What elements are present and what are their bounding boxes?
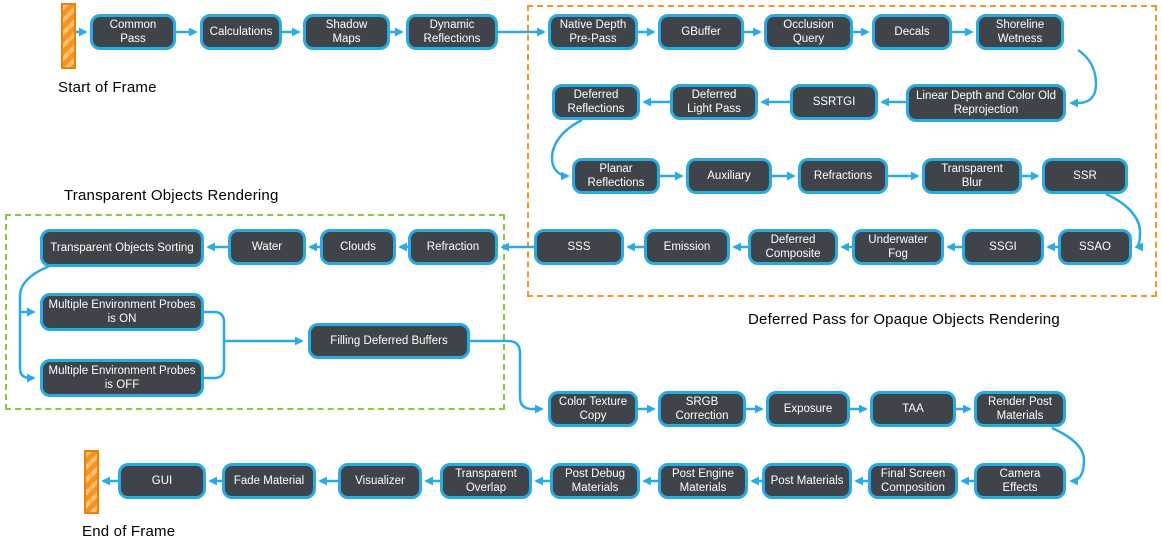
node-deferred-light-pass: Deferred Light Pass (670, 84, 758, 120)
node-fade-material: Fade Material (222, 463, 316, 499)
node-camera-effects: Camera Effects (974, 463, 1066, 499)
node-dynamic-reflections: Dynamic Reflections (406, 14, 498, 50)
node-ssr: SSR (1042, 158, 1128, 194)
node-deferred-reflections: Deferred Reflections (552, 84, 640, 120)
arrow-filling-buffers-to-color-texture-copy (470, 339, 544, 414)
node-visualizer: Visualizer (338, 463, 422, 499)
node-auxiliary: Auxiliary (686, 158, 772, 194)
line-probes-off-to-junction (204, 341, 226, 380)
node-native-depth-pre-pass: Native Depth Pre-Pass (548, 14, 638, 50)
node-decals: Decals (872, 14, 952, 50)
deferred-pass-group-box (527, 5, 1157, 297)
node-common-pass: Common Pass (90, 14, 176, 50)
node-transparent-objects-sorting: Transparent Objects Sorting (40, 229, 204, 267)
node-calculations: Calculations (200, 14, 282, 50)
node-filling-deferred-buffers: Filling Deferred Buffers (308, 323, 470, 359)
node-shoreline-wetness: Shoreline Wetness (976, 14, 1064, 50)
node-water: Water (228, 229, 306, 265)
node-occlusion-query: Occlusion Query (764, 14, 853, 50)
node-transparent-blur: Transparent Blur (922, 158, 1022, 194)
node-srgb-correction: SRGB Correction (658, 391, 746, 427)
arrow-render-post-materials-to-camera-effects (1051, 426, 1086, 486)
node-clouds: Clouds (320, 229, 396, 265)
node-render-post-materials: Render Post Materials (974, 391, 1066, 427)
start-of-frame-label: Start of Frame (58, 79, 157, 96)
arrow-shoreline-to-linear-depth (1069, 48, 1098, 108)
node-probes-off: Multiple Environment Probes is OFF (40, 359, 204, 397)
transparent-objects-rendering-label: Transparent Objects Rendering (64, 187, 279, 204)
node-gui: GUI (118, 463, 206, 499)
start-of-frame-marker (61, 3, 76, 69)
node-planar-reflections: Planar Reflections (572, 158, 660, 194)
node-transparent-overlap: Transparent Overlap (440, 463, 532, 499)
node-refractions: Refractions (798, 158, 888, 194)
deferred-pass-label: Deferred Pass for Opaque Objects Renderi… (748, 311, 1060, 328)
node-shadow-maps: Shadow Maps (303, 14, 390, 50)
arrow-deferred-reflections-to-planar (550, 118, 583, 181)
node-ssao: SSAO (1058, 229, 1132, 265)
node-taa: TAA (870, 391, 956, 427)
node-ssrtgi: SSRTGI (790, 84, 878, 120)
transparent-rendering-group-box (5, 214, 505, 410)
node-color-texture-copy: Color Texture Copy (548, 391, 638, 427)
node-refraction: Refraction (408, 229, 498, 265)
arrow-ssr-to-ssao (1105, 192, 1144, 252)
node-deferred-composite: Deferred Composite (748, 229, 838, 265)
node-ssgi: SSGI (962, 229, 1044, 265)
line-probes-on-to-junction (204, 310, 226, 341)
arrow-sorting-to-probes-off (18, 263, 53, 383)
node-final-screen-composition: Final Screen Composition (868, 463, 958, 499)
node-gbuffer: GBuffer (658, 14, 744, 50)
node-post-debug-materials: Post Debug Materials (550, 463, 640, 499)
node-linear-depth-reprojection: Linear Depth and Color Old Reprojection (906, 84, 1066, 122)
node-emission: Emission (644, 229, 730, 265)
node-underwater-fog: Underwater Fog (852, 229, 944, 265)
end-of-frame-marker (84, 450, 99, 514)
end-of-frame-label: End of Frame (82, 523, 176, 540)
node-probes-on: Multiple Environment Probes is ON (40, 293, 204, 331)
node-post-materials: Post Materials (762, 463, 852, 499)
node-exposure: Exposure (766, 391, 850, 427)
node-post-engine-materials: Post Engine Materials (658, 463, 748, 499)
node-sss: SSS (534, 229, 624, 265)
